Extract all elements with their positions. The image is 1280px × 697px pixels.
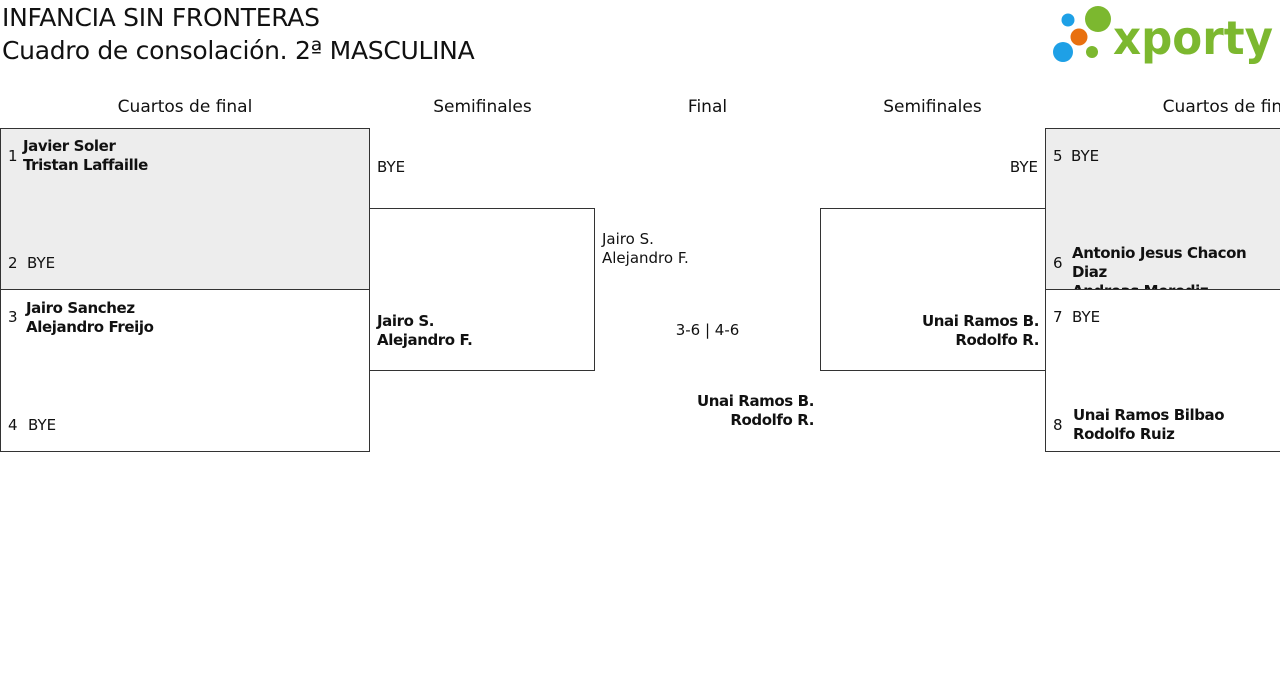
player-name: Alejandro F. — [377, 331, 473, 349]
player-name: Unai Ramos B. — [921, 312, 1039, 330]
logo-dot-orange — [1070, 28, 1088, 46]
tournament-title: INFANCIA SIN FRONTERAS — [2, 3, 320, 32]
team-entry[interactable]: Unai Ramos B. Rodolfo R. — [821, 312, 1039, 350]
player-name: Rodolfo R. — [730, 411, 814, 429]
final-score: 3-6 | 4-6 — [675, 321, 740, 339]
match-box-qf-right-1: 5 BYE 6 Antonio Jesus Chacon Diaz Andrea… — [1045, 128, 1280, 290]
seed-number: 7 — [1053, 308, 1063, 326]
player-name: Andreas Merediz — [1072, 282, 1280, 289]
player-name: Rodolfo Ruiz — [1073, 425, 1175, 443]
player-name: Antonio Jesus Chacon Diaz — [1072, 244, 1247, 281]
player-name: Unai Ramos B. — [696, 392, 814, 410]
round-header-final: Final — [687, 97, 728, 117]
bye-entry: BYE — [1072, 308, 1101, 326]
match-box-qf-left-2: 3 Jairo Sanchez Alejandro Freijo 4 BYE — [0, 289, 370, 452]
bye-entry: BYE — [27, 254, 56, 272]
xporty-logo[interactable]: xporty — [1050, 4, 1278, 66]
team-entry[interactable]: Jairo S. Alejandro F. — [377, 312, 473, 350]
player-name: Jairo S. — [377, 312, 435, 330]
seed-number: 8 — [1053, 416, 1063, 434]
semi-right-top-entry: BYE — [1009, 158, 1038, 176]
match-box-qf-left-1: 1 Javier Soler Tristan Laffaille 2 BYE — [0, 128, 370, 290]
semi-left-top-entry: BYE — [377, 158, 406, 176]
seed-number: 6 — [1053, 254, 1063, 272]
team-entry[interactable]: Jairo Sanchez Alejandro Freijo — [26, 299, 154, 337]
player-name: Alejandro Freijo — [26, 318, 154, 336]
logo-dot-blue-small — [1061, 13, 1075, 27]
team-entry[interactable]: Unai Ramos Bilbao Rodolfo Ruiz — [1073, 406, 1225, 444]
xporty-logo-icon: xporty — [1053, 6, 1273, 65]
player-name: Alejandro F. — [602, 249, 689, 267]
seed-number: 4 — [8, 416, 18, 434]
logo-wordmark: xporty — [1113, 11, 1273, 65]
logo-dot-green-large — [1085, 6, 1111, 32]
player-name: Unai Ramos Bilbao — [1073, 406, 1225, 424]
match-box-sf-left: Jairo S. Alejandro F. — [369, 208, 595, 371]
round-header-left-quarters: Cuartos de final — [117, 97, 253, 117]
logo-dot-blue-large — [1053, 42, 1073, 62]
player-name: Rodolfo R. — [955, 331, 1039, 349]
draw-subtitle: Cuadro de consolación. 2ª MASCULINA — [2, 36, 475, 65]
team-entry[interactable]: Javier Soler Tristan Laffaille — [23, 137, 148, 175]
match-box-sf-right: Unai Ramos B. Rodolfo R. — [820, 208, 1046, 371]
team-entry[interactable]: Antonio Jesus Chacon Diaz Andreas Meredi… — [1072, 244, 1280, 289]
final-winner-team[interactable]: Unai Ramos B. Rodolfo R. — [620, 392, 814, 430]
match-box-qf-right-2: 7 BYE 8 Unai Ramos Bilbao Rodolfo Ruiz — [1045, 289, 1280, 452]
seed-number: 5 — [1053, 147, 1063, 165]
player-name: Javier Soler — [23, 137, 116, 155]
player-name: Jairo Sanchez — [26, 299, 135, 317]
bye-entry: BYE — [28, 416, 57, 434]
round-header-right-quarters: Cuartos de final — [1162, 97, 1280, 117]
round-header-left-semis: Semifinales — [433, 97, 532, 117]
final-top-team[interactable]: Jairo S. Alejandro F. — [602, 230, 689, 268]
logo-dot-green-small — [1086, 46, 1098, 58]
seed-number: 1 — [8, 147, 18, 165]
player-name: Jairo S. — [602, 230, 654, 248]
bye-entry: BYE — [1071, 147, 1100, 165]
seed-number: 2 — [8, 254, 18, 272]
seed-number: 3 — [8, 308, 18, 326]
round-header-right-semis: Semifinales — [883, 97, 982, 117]
player-name: Tristan Laffaille — [23, 156, 148, 174]
